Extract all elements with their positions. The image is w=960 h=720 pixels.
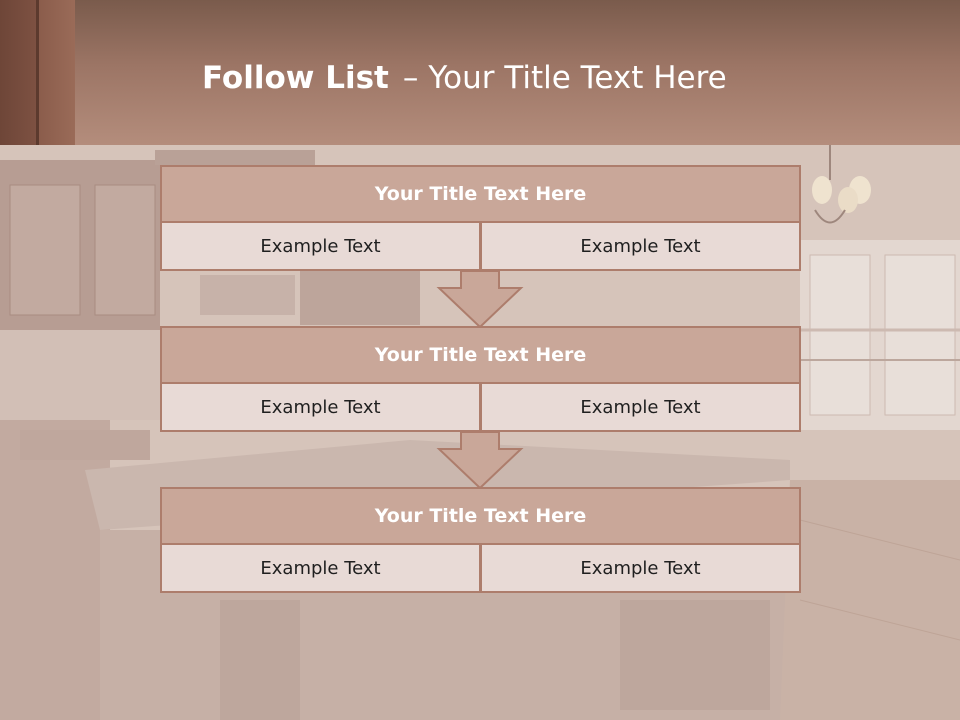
- group-cell-right: Example Text: [480, 543, 801, 593]
- group-cell-left: Example Text: [160, 382, 481, 432]
- down-arrow-icon: [436, 431, 524, 490]
- slide-title-bold: Follow List: [202, 60, 389, 96]
- down-arrow-icon: [436, 270, 524, 329]
- slide-title-separator: –: [402, 60, 419, 96]
- header-band: [0, 0, 960, 145]
- group-title: Your Title Text Here: [160, 165, 801, 223]
- group-cell-left: Example Text: [160, 543, 481, 593]
- group-cell-right: Example Text: [480, 382, 801, 432]
- slide-title-rest: Your Title Text Here: [428, 60, 727, 96]
- slide-title: Follow List–Your Title Text Here: [202, 56, 727, 100]
- header-pillar-decoration: [0, 0, 75, 145]
- group-title: Your Title Text Here: [160, 487, 801, 545]
- group-title: Your Title Text Here: [160, 326, 801, 384]
- group-cell-left: Example Text: [160, 221, 481, 271]
- group-cell-right: Example Text: [480, 221, 801, 271]
